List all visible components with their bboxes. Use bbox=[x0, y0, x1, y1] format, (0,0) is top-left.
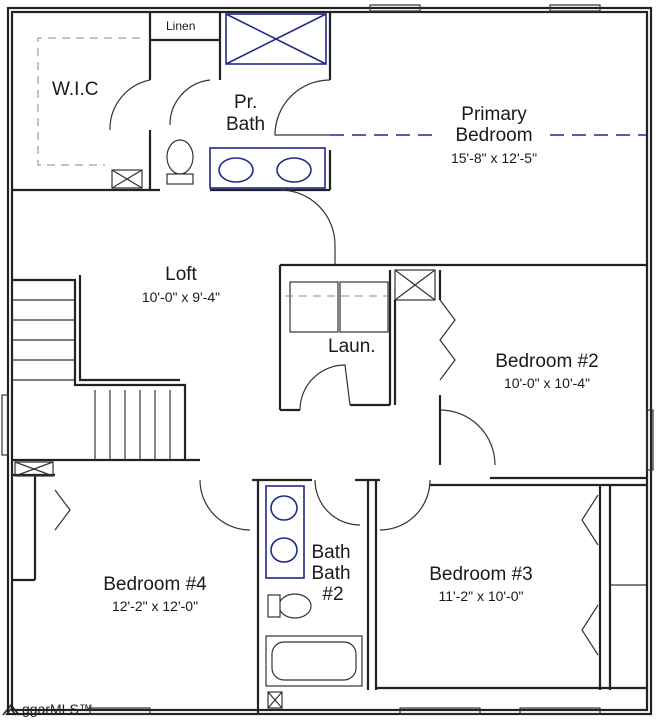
bath2-label-2: Bath bbox=[311, 563, 350, 584]
primary-bath-fixtures bbox=[166, 13, 327, 189]
wic-label: W.I.C bbox=[52, 79, 98, 100]
house-logo-icon bbox=[2, 703, 20, 716]
loft-dims: 10'-0" x 9'-4" bbox=[142, 289, 220, 305]
primary-bath-label-2: Bath bbox=[226, 114, 265, 135]
bath2-label-3: #2 bbox=[322, 584, 343, 605]
sink-left bbox=[218, 157, 254, 183]
bedroom2-dims: 10'-0" x 10'-4" bbox=[504, 375, 590, 391]
laundry-fixtures bbox=[285, 281, 389, 333]
bath2-label-1: Bath bbox=[311, 542, 350, 563]
windows bbox=[1, 4, 654, 715]
loft-label: Loft bbox=[165, 264, 197, 285]
wic-shelving bbox=[37, 37, 140, 166]
primary-bath-label-1: Pr. bbox=[234, 92, 257, 113]
bedroom4-dims: 12'-2" x 12'-0" bbox=[112, 598, 198, 614]
bedroom4-label: Bedroom #4 bbox=[103, 574, 207, 595]
toilet bbox=[166, 139, 194, 175]
linen-label: Linen bbox=[166, 19, 195, 33]
doors bbox=[54, 79, 599, 656]
bath2-fixtures bbox=[265, 485, 363, 687]
primary-bedroom-label-1: Primary bbox=[461, 104, 527, 125]
bedroom3-label: Bedroom #3 bbox=[429, 564, 533, 585]
primary-bedroom-dims: 15'-8" x 12'-5" bbox=[451, 150, 537, 166]
laundry-label: Laun. bbox=[328, 336, 376, 357]
primary-bedroom-label-2: Bedroom bbox=[455, 125, 532, 146]
sink-right bbox=[276, 157, 312, 183]
watermark-text: ggarMLS™ bbox=[22, 701, 93, 717]
bedroom3-dims: 11'-2" x 10'-0" bbox=[438, 588, 523, 604]
stairs bbox=[12, 275, 187, 460]
interior-walls bbox=[12, 12, 647, 714]
mls-watermark: ggarMLS™ bbox=[2, 701, 93, 717]
chases bbox=[111, 169, 283, 709]
bedroom2-label: Bedroom #2 bbox=[495, 351, 599, 372]
